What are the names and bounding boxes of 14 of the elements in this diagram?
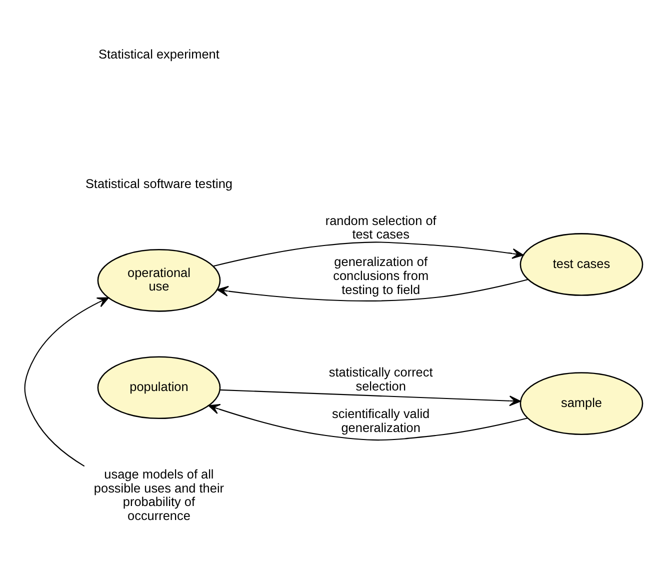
arrow [208,403,528,440]
node-ellipse: test cases [520,232,644,296]
edge-label: statistically correct selection [328,364,433,393]
arrow [213,241,524,266]
arrow [220,388,521,406]
node-ellipse: sample [520,372,644,434]
label: Statistical experiment [98,46,220,62]
edge-label: scientifically valid generalization [332,405,430,434]
edge-label: generalization of conclusions from testing to field [333,254,429,296]
node-text: usage models of all possible uses and their probability of occurrence [94,466,224,522]
arrow [24,296,109,466]
arrow [216,278,528,301]
edge-label: random selection of test cases [325,212,436,242]
label: Statistical software testing [85,176,232,191]
